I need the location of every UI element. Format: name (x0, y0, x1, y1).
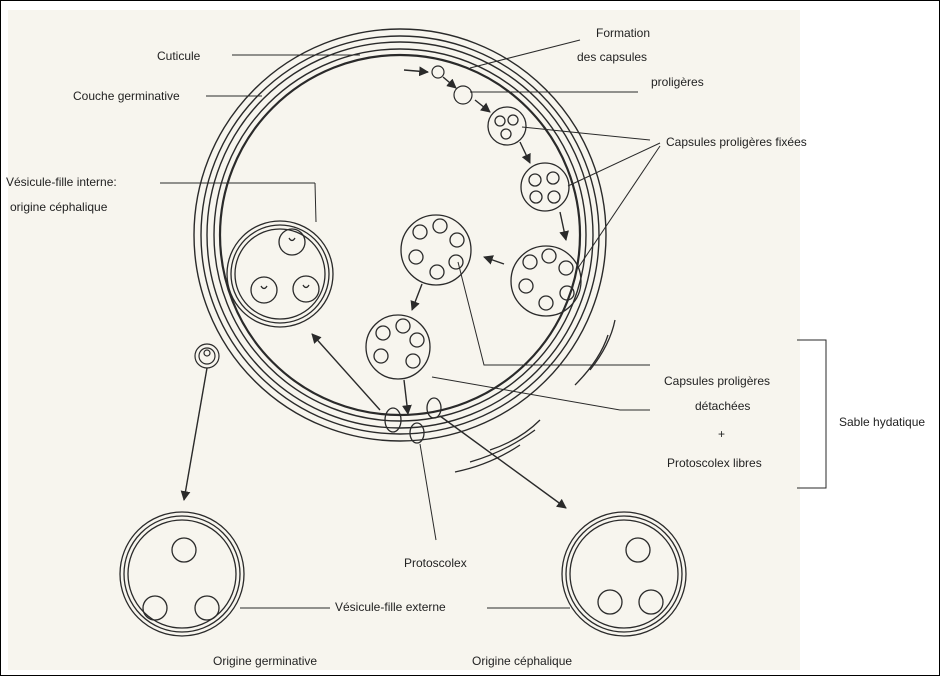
fixed-capsule-1 (488, 107, 526, 145)
label-detached-2: détachées (695, 399, 750, 413)
detached-capsule-upper (401, 215, 471, 285)
label-external-vesicle: Vésicule-fille externe (335, 600, 446, 614)
external-vesicle-cephalic (562, 512, 686, 636)
label-detached-1: Capsules proligères (664, 374, 770, 388)
label-internal-vesicle-1: Vésicule-fille interne: (6, 175, 117, 189)
internal-daughter-vesicle (227, 221, 333, 327)
label-formation-1: Formation (596, 26, 650, 40)
external-vesicle-germinative (120, 512, 244, 636)
label-free-protoscolex: Protoscolex libres (667, 456, 762, 470)
leader-lines (160, 40, 826, 608)
budding-vesicle (195, 344, 219, 368)
fixed-capsule-3 (511, 246, 581, 316)
label-cuticle: Cuticule (157, 49, 201, 63)
fixed-capsule-2 (521, 163, 569, 211)
labels: Cuticule Couche germinative Formation de… (6, 26, 925, 668)
label-internal-vesicle-2: origine céphalique (10, 200, 108, 214)
detached-capsule-lower (366, 315, 430, 379)
label-fixed-capsules: Capsules proligères fixées (666, 135, 807, 149)
label-formation-3: proligères (651, 75, 704, 89)
label-detached-plus: + (718, 427, 725, 441)
label-formation-2: des capsules (577, 50, 647, 64)
label-hydatid-sand: Sable hydatique (839, 415, 925, 429)
label-germinal-layer: Couche germinative (73, 89, 180, 103)
label-cephalic-origin: Origine céphalique (472, 654, 572, 668)
label-germinative-origin: Origine germinative (213, 654, 317, 668)
label-protoscolex: Protoscolex (404, 556, 467, 570)
